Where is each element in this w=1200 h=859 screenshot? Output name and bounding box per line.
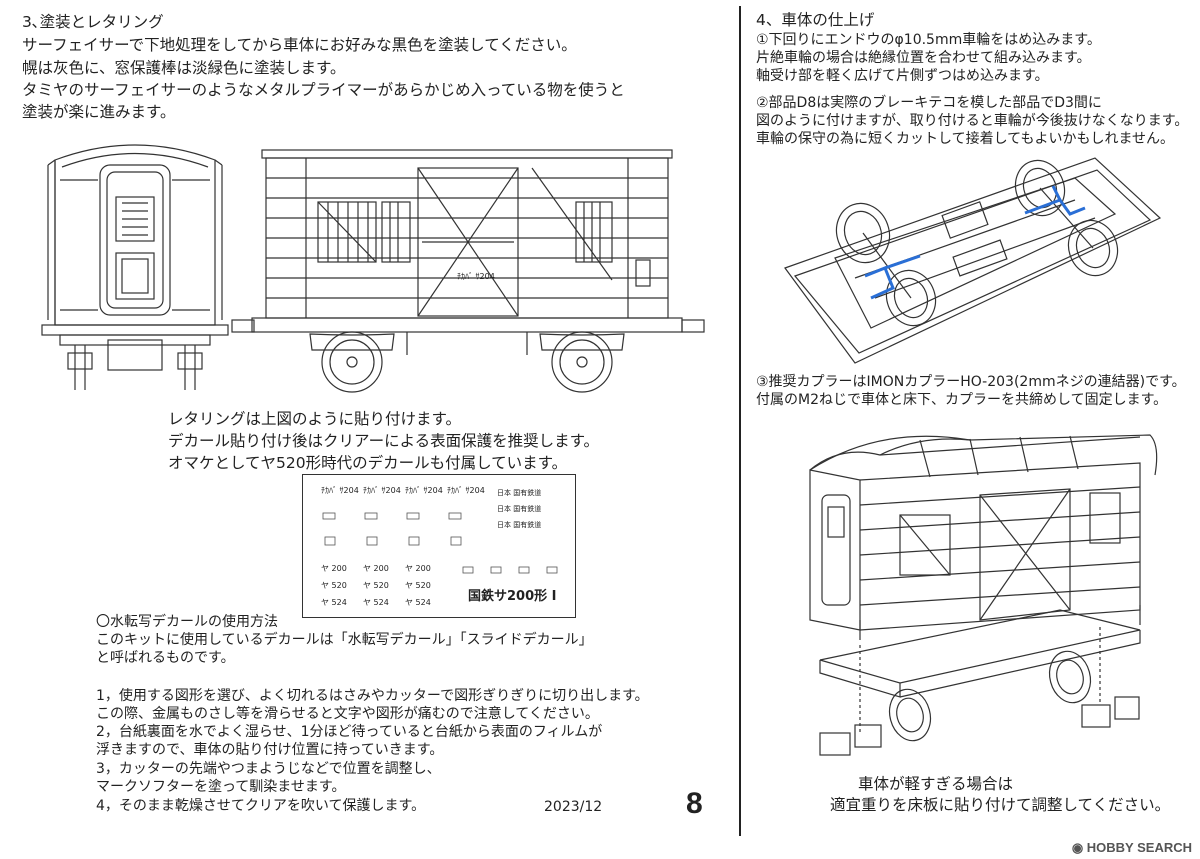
watermark-logo-icon: ◉ [1071,840,1087,855]
decal-sheet: ﾁｶﾊﾞ ｻ204 ﾁｶﾊﾞ ｻ204 ﾁｶﾊﾞ ｻ204 ﾁｶﾊﾞ ｻ204 … [302,474,576,618]
column-divider [739,6,741,836]
wagon-end-view-drawing [41,144,229,390]
note3-line-2: 付属のM2ねじで車体と床下、カプラーを共締めして固定します。 [756,392,1168,408]
note2-line-3: 車輪の保守の為に短くカットして接着してもよいかもしれません。 [756,131,1175,147]
decal-step-3: 3，カッターの先端やつまようじなどで位置を調整し、 [96,761,441,777]
decal-ya520: ヤ 520 [405,581,431,590]
note2-line-1: ②部品D8は実際のブレーキテコを模した部品でD3間に [756,95,1102,111]
decal-step-1: 1，使用する図形を選び、よく切れるはさみやカッターで図形ぎりぎりに切り出します。 [96,688,649,704]
decal-car-number: ﾁｶﾊﾞ ｻ204 [405,486,443,495]
decal-sheet-title: 国鉄サ200形 I [468,589,557,604]
lettering-line-2: デカール貼り付け後はクリアーによる表面保護を推奨します。 [168,432,600,450]
decal-jnr-mark: 日本 国有鉄道 [497,489,542,497]
decal-ya524: ヤ 524 [405,598,431,607]
note1-line-2: 片絶車輪の場合は絶縁位置を合わせて組み込みます。 [756,50,1091,66]
decal-heading: 〇水転写デカールの使用方法 [96,614,278,630]
note1-line-3: 軸受け部を軽く広げて片側ずつはめ込みます。 [756,68,1049,84]
side-car-number: ﾁｶﾊﾞ ｻ204 [457,272,495,281]
decal-ya524: ヤ 524 [363,598,389,607]
decal-jnr-mark: 日本 国有鉄道 [497,521,542,529]
page-number: 8 [686,787,703,820]
decal-car-number: ﾁｶﾊﾞ ｻ204 [363,486,401,495]
footer-note-1: 車体が軽すぎる場合は [858,775,1014,793]
decal-ya520: ヤ 520 [321,581,347,590]
decal-ya200: ヤ 200 [363,564,389,573]
lettering-line-1: レタリングは上図のように貼り付けます。 [168,410,461,428]
paint-line-3: タミヤのサーフェイサーのようなメタルプライマーがあらかじめ入っている物を使うと [22,81,625,99]
paint-line-4: 塗装が楽に進みます。 [22,103,176,121]
decal-step-2-cont: 浮きますので、車体の貼り付け位置に持っていきます。 [96,742,444,758]
revision-date: 2023/12 [544,799,603,815]
decal-step-1-cont: この際、金属ものさし等を滑らせると文字や図形が痛むので注意してください。 [96,706,599,722]
decal-ya200: ヤ 200 [405,564,431,573]
note2-line-2: 図のように付けますが、取り付けると車輪が今後抜けなくなります。 [756,113,1189,129]
hobby-search-watermark: ◉ HOBBY SEARCH [1072,840,1192,856]
footer-note-2: 適宜重りを床板に貼り付けて調整してください。 [830,796,1171,814]
lettering-line-3: オマケとしてヤ520形時代のデカールも付属しています。 [168,454,568,472]
decal-step-2: 2，台紙裏面を水でよく湿らせ、1分ほど待っていると台紙から表面のフィルムが [96,724,603,740]
decal-ya524: ヤ 524 [321,598,347,607]
decal-ya520: ヤ 520 [363,581,389,590]
decal-car-number: ﾁｶﾊﾞ ｻ204 [447,486,485,495]
decal-step-4: 4，そのまま乾燥させてクリアを吹いて保護します。 [96,798,426,814]
decal-car-number: ﾁｶﾊﾞ ｻ204 [321,486,359,495]
section3-heading: 3､塗装とレタリング [22,13,164,31]
paint-line-2: 幌は灰色に、窓保護棒は淡緑色に塗装します。 [22,59,346,77]
section4-heading: 4、車体の仕上げ [756,11,875,29]
decal-intro-1: このキットに使用しているデカールは「水転写デカール」「スライドデカール」 [96,632,593,648]
decal-ya200: ヤ 200 [321,564,347,573]
paint-line-1: サーフェイサーで下地処理をしてから車体にお好みな黒色を塗装してください。 [22,36,577,54]
note1-line-1: ①下回りにエンドウのφ10.5mm車輪をはめ込みます。 [756,32,1101,48]
decal-step-3-cont: マークソフターを塗って馴染ませます。 [96,779,346,795]
body-exploded-drawing [809,434,1158,756]
note3-line-1: ③推奨カプラーはIMONカプラーHO-203(2mmネジの連結器)です。 [756,374,1186,390]
decal-small-marks [322,512,558,574]
decal-intro-2: と呼ばれるものです。 [96,650,235,666]
underframe-assembly-drawing [784,157,1162,364]
wagon-side-view-drawing [231,149,705,393]
decal-jnr-mark: 日本 国有鉄道 [497,505,542,513]
watermark-text: HOBBY SEARCH [1086,840,1192,855]
